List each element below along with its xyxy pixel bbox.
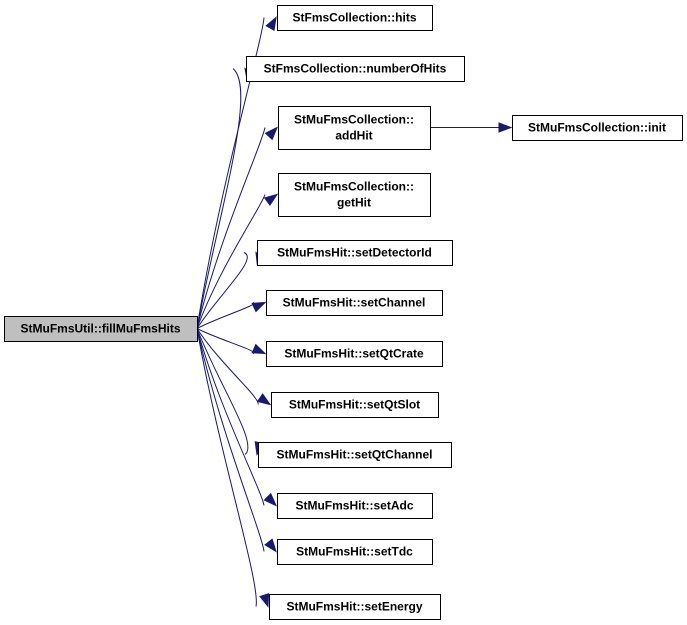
function-node-n6[interactable]: StMuFmsHit::setChannel (266, 290, 443, 316)
node-box (246, 56, 465, 82)
function-node-n5[interactable]: StMuFmsHit::setDetectorId (257, 240, 453, 266)
node-box (277, 539, 433, 565)
nodes-layer: StMuFmsUtil::fillMuFmsHits StFmsCollectio… (4, 5, 683, 620)
edge-root-to-n3 (196, 127, 266, 329)
arrowhead-n3 (264, 126, 278, 141)
arrowhead-n6 (251, 301, 267, 313)
node-label: getHit (337, 196, 371, 210)
function-node-n10[interactable]: StMuFmsHit::setAdc (277, 493, 433, 519)
arrowhead-n12 (259, 593, 270, 608)
edge-root-to-n4 (196, 194, 266, 329)
function-node-n9[interactable]: StMuFmsHit::setQtChannel (258, 442, 452, 468)
arrowhead-n10 (263, 492, 277, 507)
node-label: StFmsCollection::hits (292, 11, 416, 25)
node-box (266, 341, 443, 367)
function-node-n13[interactable]: StMuFmsCollection::init (512, 115, 683, 141)
function-node-n4[interactable]: StMuFmsCollection::getHit (278, 173, 431, 217)
node-box (277, 5, 433, 31)
function-node-n2[interactable]: StFmsCollection::numberOfHits (246, 56, 465, 82)
node-box (258, 442, 452, 468)
node-box (266, 290, 443, 316)
node-label: StFmsCollection::numberOfHits (264, 62, 447, 76)
node-label: StMuFmsHit::setQtCrate (284, 347, 424, 361)
node-label: StMuFmsCollection:: (294, 113, 414, 127)
edge-root-to-n2 (196, 68, 242, 329)
node-label: addHit (335, 129, 372, 143)
edge-root-to-n5 (196, 252, 248, 329)
root-function-node[interactable]: StMuFmsUtil::fillMuFmsHits (4, 316, 198, 342)
node-box (271, 392, 439, 418)
function-node-n3[interactable]: StMuFmsCollection::addHit (278, 106, 431, 150)
function-node-n8[interactable]: StMuFmsHit::setQtSlot (271, 392, 439, 418)
function-node-n1[interactable]: StFmsCollection::hits (277, 5, 433, 31)
arrowhead-n13 (498, 122, 513, 133)
node-label: StMuFmsHit::setQtChannel (277, 448, 433, 462)
function-node-n12[interactable]: StMuFmsHit::setEnergy (269, 594, 441, 620)
node-label: StMuFmsUtil::fillMuFmsHits (21, 322, 181, 336)
node-label: StMuFmsCollection:: (294, 180, 414, 194)
node-label: StMuFmsCollection::init (528, 121, 666, 135)
node-box (278, 106, 431, 150)
arrowhead-n7 (251, 343, 267, 355)
node-label: StMuFmsHit::setTdc (296, 545, 413, 559)
function-node-n7[interactable]: StMuFmsHit::setQtCrate (266, 341, 443, 367)
edge-root-to-n9 (196, 328, 249, 455)
arrowhead-n4 (263, 193, 279, 207)
node-box (4, 316, 198, 342)
node-label: StMuFmsHit::setAdc (295, 499, 413, 513)
node-label: StMuFmsHit::setEnergy (286, 600, 422, 614)
node-label: StMuFmsHit::setDetectorId (277, 246, 432, 260)
node-label: StMuFmsHit::setChannel (283, 296, 426, 310)
arrowhead-n11 (264, 538, 277, 553)
edge-root-to-n10 (196, 328, 265, 506)
node-box (257, 240, 453, 266)
arrowhead-n8 (256, 393, 272, 406)
node-box (278, 173, 431, 217)
node-box (269, 594, 441, 620)
edge-root-to-n11 (196, 328, 265, 552)
node-box (512, 115, 683, 141)
arrowhead-n1 (265, 16, 277, 31)
node-label: StMuFmsHit::setQtSlot (289, 398, 420, 412)
edge-root-to-n12 (196, 328, 257, 607)
function-node-n11[interactable]: StMuFmsHit::setTdc (277, 539, 433, 565)
node-box (277, 493, 433, 519)
